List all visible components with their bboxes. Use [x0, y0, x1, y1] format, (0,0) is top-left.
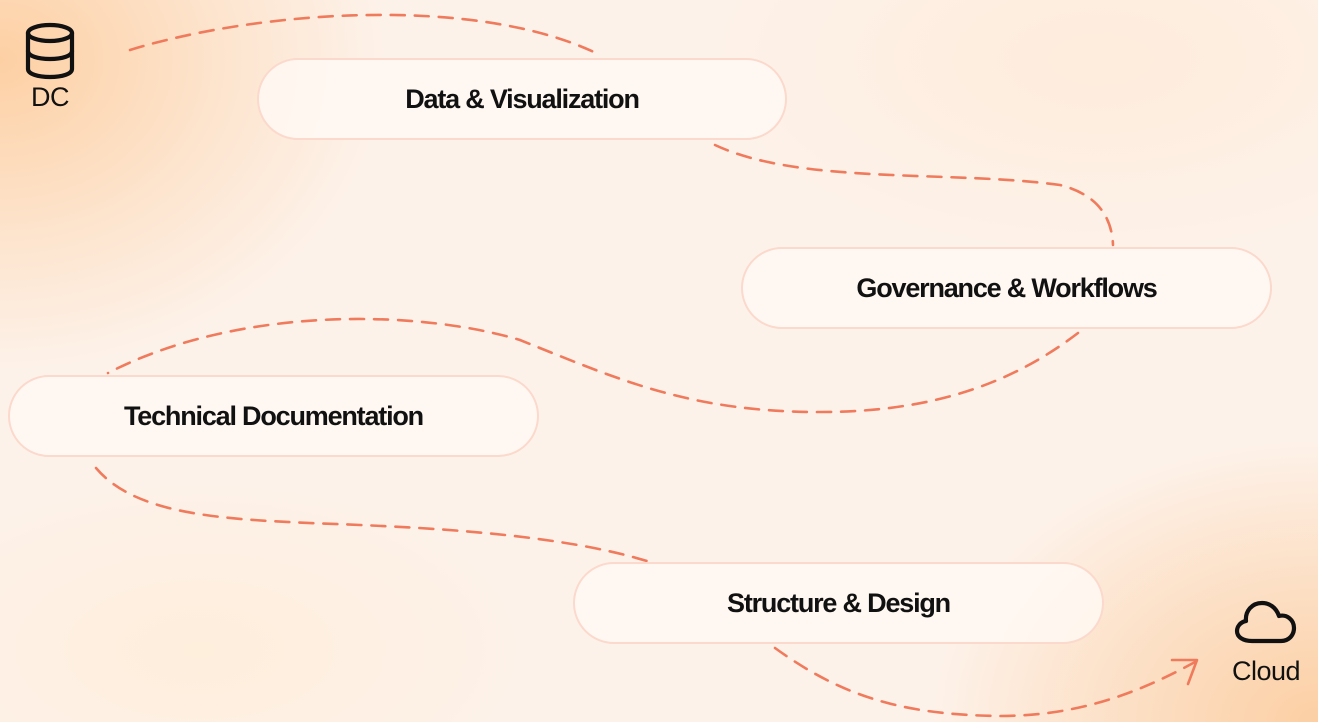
step-label: Data & Visualization: [405, 83, 640, 114]
path-data-to-governance: [713, 143, 1115, 247]
database-icon: [25, 22, 75, 80]
step-data-visualization[interactable]: Data & Visualization: [257, 58, 787, 140]
step-technical-documentation[interactable]: Technical Documentation: [8, 375, 539, 457]
step-label: Governance & Workflows: [856, 272, 1157, 303]
step-label: Technical Documentation: [124, 400, 424, 431]
target-node: Cloud: [1218, 600, 1314, 686]
arrow-head-icon: [1170, 658, 1199, 686]
source-node: DC: [14, 22, 86, 112]
step-structure-design[interactable]: Structure & Design: [573, 562, 1104, 644]
path-technical-to-structure: [94, 466, 652, 564]
source-label: DC: [31, 82, 70, 112]
path-structure-to-cloud: [773, 646, 1197, 718]
target-label: Cloud: [1231, 656, 1301, 686]
step-governance-workflows[interactable]: Governance & Workflows: [741, 247, 1272, 329]
step-label: Structure & Design: [727, 587, 951, 618]
cloud-icon: [1234, 600, 1297, 644]
path-dc-to-data: [128, 13, 602, 57]
